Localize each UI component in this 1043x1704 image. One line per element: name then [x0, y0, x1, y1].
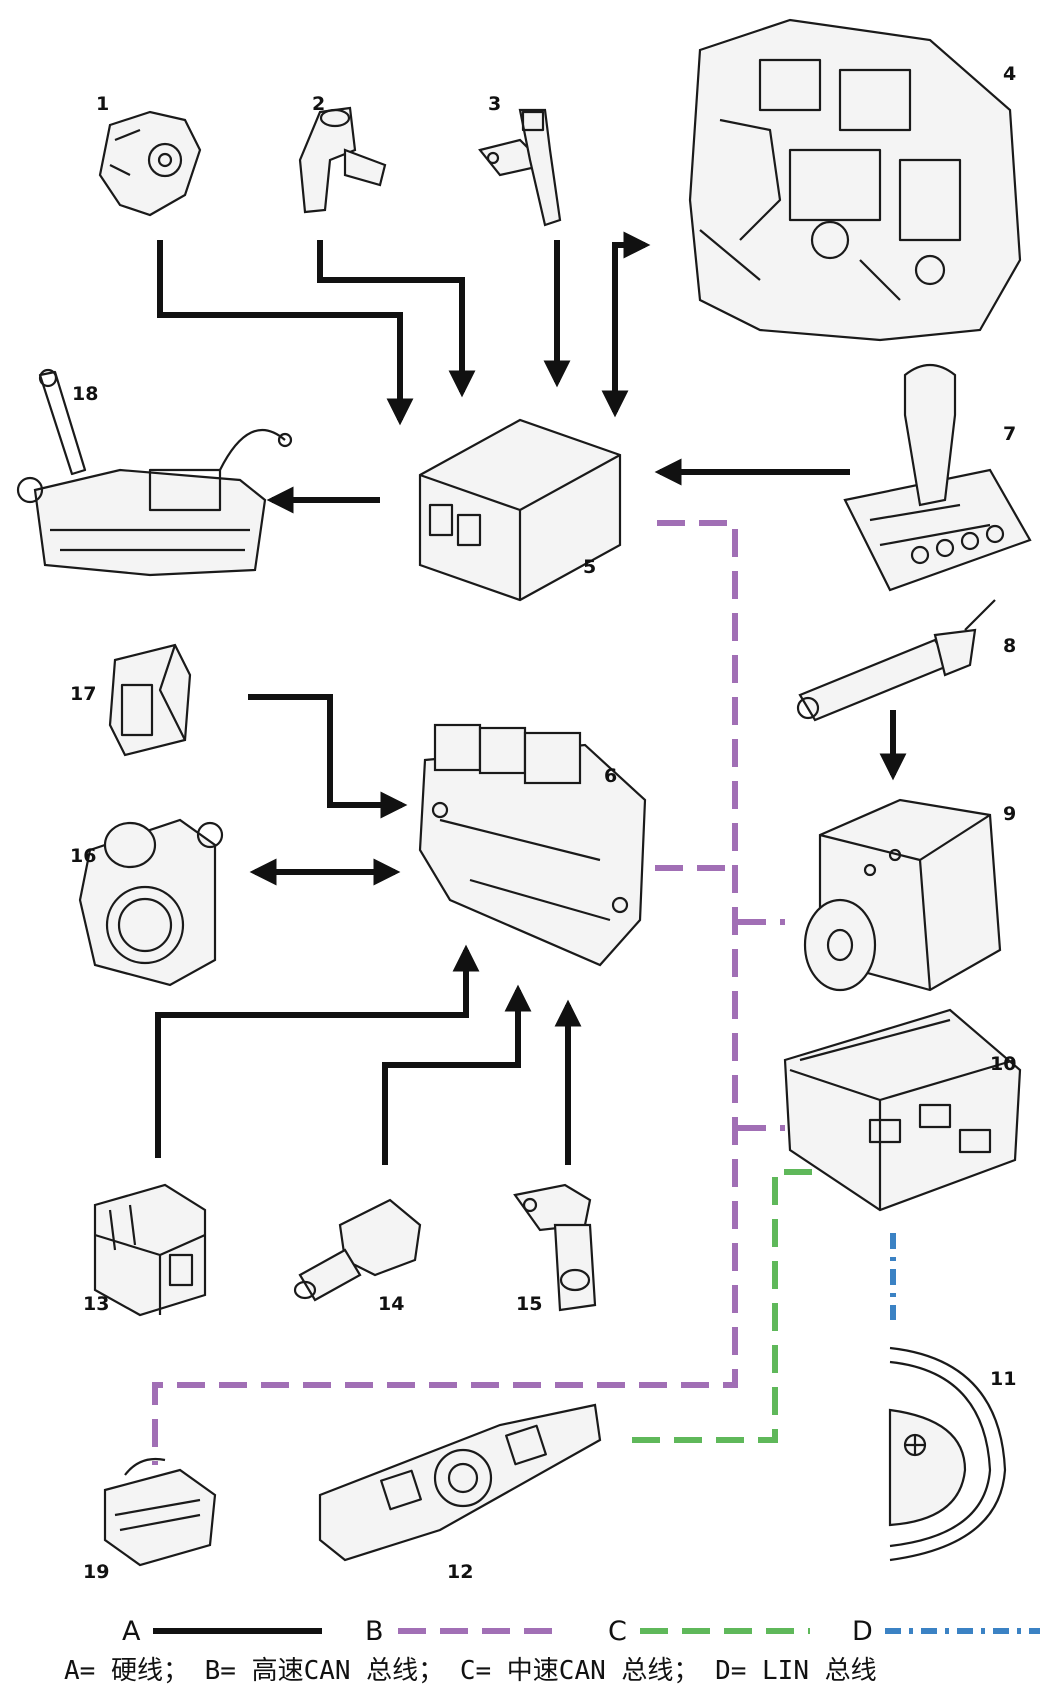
high-speed-can-bus — [152, 520, 785, 1465]
component-3-drawing — [478, 108, 562, 227]
legend-key-b: B — [365, 1616, 384, 1647]
component-label-17: 17 — [70, 683, 96, 705]
component-18-drawing — [16, 368, 293, 577]
component-label-10: 10 — [990, 1053, 1016, 1075]
component-label-15: 15 — [516, 1293, 542, 1315]
component-label-7: 7 — [1003, 423, 1016, 445]
component-label-13: 13 — [83, 1293, 109, 1315]
component-7-drawing — [843, 363, 1032, 592]
component-12-drawing — [318, 1403, 602, 1562]
component-2-drawing — [298, 106, 387, 214]
component-labels: 1 2 3 4 5 6 7 8 9 10 11 12 13 14 15 16 1… — [70, 63, 1016, 1583]
legend: A B C D — [122, 1616, 1040, 1647]
component-5-drawing — [418, 418, 622, 602]
component-label-6: 6 — [604, 765, 617, 787]
component-label-4: 4 — [1003, 63, 1016, 85]
component-4-drawing — [688, 18, 1022, 342]
component-label-2: 2 — [312, 93, 325, 115]
component-10-drawing — [783, 1008, 1022, 1212]
component-14-drawing — [293, 1198, 422, 1302]
legend-key-d: D — [852, 1616, 873, 1647]
component-label-5: 5 — [583, 556, 596, 578]
component-19-drawing — [103, 1457, 217, 1567]
component-16-drawing — [78, 818, 224, 987]
component-label-12: 12 — [447, 1561, 473, 1583]
hardwire-connections — [155, 231, 907, 1165]
legend-key-a: A — [122, 1616, 141, 1647]
component-13-drawing — [93, 1183, 207, 1317]
component-15-drawing — [513, 1183, 597, 1312]
legend-caption: A= 硬线； B= 高速CAN 总线； C= 中速CAN 总线； D= LIN … — [64, 1656, 877, 1686]
component-label-19: 19 — [83, 1561, 109, 1583]
component-label-9: 9 — [1003, 803, 1016, 825]
component-label-16: 16 — [70, 845, 96, 867]
component-6-drawing — [418, 723, 647, 967]
component-1-drawing — [98, 110, 202, 217]
component-label-18: 18 — [72, 383, 98, 405]
medium-speed-can-bus — [630, 1169, 812, 1443]
legend-key-c: C — [608, 1616, 627, 1647]
component-label-3: 3 — [488, 93, 501, 115]
component-label-8: 8 — [1003, 635, 1016, 657]
component-17-drawing — [108, 643, 192, 757]
component-label-14: 14 — [378, 1293, 404, 1315]
component-8-drawing — [796, 599, 996, 722]
component-9-drawing — [803, 798, 1002, 992]
component-label-1: 1 — [96, 93, 109, 115]
component-11-drawing — [888, 1346, 1007, 1562]
component-label-11: 11 — [990, 1368, 1016, 1390]
